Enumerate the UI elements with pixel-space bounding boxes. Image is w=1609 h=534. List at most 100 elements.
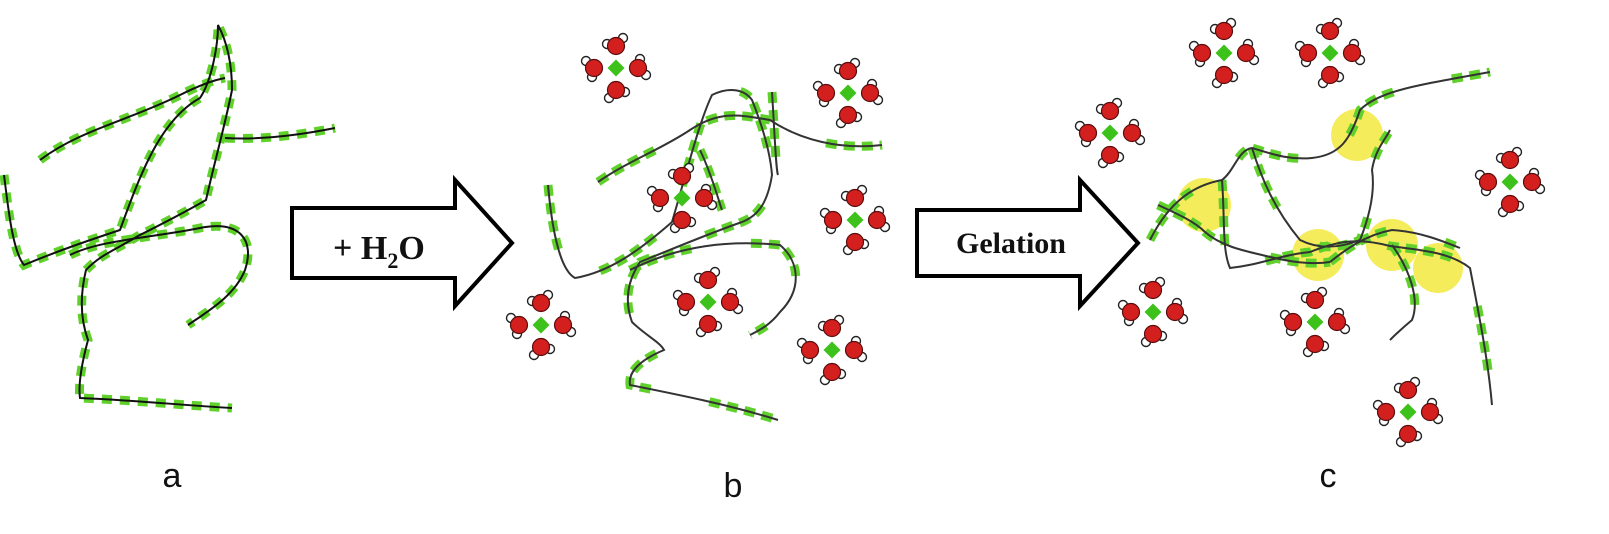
oxygen-atom-icon — [823, 210, 843, 230]
oxygen-atom-icon — [1500, 150, 1520, 170]
oxygen-atom-icon — [698, 314, 718, 334]
hydrated-ion-cluster-icon — [812, 57, 884, 129]
oxygen-atom-icon — [1122, 123, 1142, 143]
water-molecule-icon — [1497, 194, 1525, 218]
oxygen-atom-icon — [1522, 172, 1542, 192]
water-molecule-icon — [1327, 307, 1351, 335]
water-molecule-icon — [867, 205, 891, 233]
hydrated-ion-cluster-icon — [646, 162, 718, 234]
oxygen-atom-icon — [800, 340, 820, 360]
oxygen-atom-icon — [1500, 194, 1520, 214]
water-clusters-b — [505, 32, 891, 386]
water-molecule-icon — [694, 183, 718, 211]
polymer-chain — [3, 24, 234, 409]
oxygen-atom-icon — [606, 36, 626, 56]
water-molecule-icon — [1097, 145, 1125, 169]
ion-center-icon — [1215, 44, 1233, 62]
oxygen-atom-icon — [860, 83, 880, 103]
water-molecule-icon — [840, 184, 868, 208]
polymer-chain — [547, 88, 779, 421]
arrow-add-water-shape — [290, 174, 515, 312]
water-molecule-icon — [1395, 424, 1423, 448]
polymer-chains-c — [1145, 67, 1497, 406]
polymer-chain — [699, 149, 723, 211]
arrow-add-water-label: + H2O — [333, 230, 425, 273]
polymer-chain — [1221, 179, 1493, 406]
oxygen-atom-icon — [867, 210, 887, 230]
water-molecule-icon — [1300, 286, 1328, 310]
oxygen-atom-icon — [553, 315, 573, 335]
water-molecule-icon — [1342, 38, 1366, 66]
panel-b-label: b — [724, 467, 743, 505]
oxygen-atom-icon — [672, 166, 692, 186]
water-molecule-icon — [646, 185, 670, 213]
water-molecule-icon — [1279, 309, 1303, 337]
water-molecule-icon — [1140, 324, 1168, 348]
arrow-gelation: Gelation — [915, 174, 1141, 312]
water-molecule-icon — [1474, 169, 1498, 197]
ion-center-icon — [607, 59, 625, 77]
water-molecule-icon — [553, 310, 577, 338]
oxygen-atom-icon — [816, 83, 836, 103]
water-molecule-icon — [1209, 17, 1237, 41]
water-molecule-icon — [1122, 118, 1146, 146]
hydrated-ion-cluster-icon — [819, 184, 891, 256]
arrow-add-water-text-sub: 2 — [387, 248, 398, 273]
hydrated-ion-cluster-icon — [505, 289, 577, 361]
oxygen-atom-icon — [1165, 302, 1185, 322]
oxygen-atom-icon — [628, 58, 648, 78]
oxygen-atom-icon — [1143, 324, 1163, 344]
water-molecule-icon — [1317, 65, 1345, 89]
water-molecule-icon — [1302, 334, 1330, 358]
oxygen-atom-icon — [509, 315, 529, 335]
water-molecule-icon — [1294, 40, 1318, 68]
water-molecule-icon — [817, 314, 845, 338]
water-molecule-icon — [526, 289, 554, 313]
oxygen-atom-icon — [1143, 280, 1163, 300]
oxygen-atom-icon — [1478, 172, 1498, 192]
hydrated-ion-cluster-icon — [1188, 17, 1260, 89]
water-molecule-icon — [1393, 376, 1421, 400]
polymer-chain-beads — [37, 73, 226, 164]
hydrated-ion-cluster-icon — [1294, 17, 1366, 89]
water-molecule-icon — [1236, 38, 1260, 66]
ion-center-icon — [823, 341, 841, 359]
oxygen-atom-icon — [1398, 424, 1418, 444]
hydrated-ion-cluster-icon — [796, 314, 868, 386]
hydrated-ion-cluster-icon — [1372, 376, 1444, 448]
polymer-chain-beads — [0, 22, 237, 413]
arrow-add-water: + H2O — [290, 174, 515, 312]
oxygen-atom-icon — [1320, 65, 1340, 85]
ion-center-icon — [532, 316, 550, 334]
oxygen-atom-icon — [822, 362, 842, 382]
water-molecule-icon — [1138, 276, 1166, 300]
polymer-chain — [1329, 228, 1461, 263]
arrow-gelation-label: Gelation — [956, 227, 1066, 260]
water-molecule-icon — [796, 337, 820, 365]
oxygen-atom-icon — [606, 80, 626, 100]
hydrated-ion-cluster-icon — [580, 32, 652, 104]
water-molecule-icon — [842, 232, 870, 256]
oxygen-atom-icon — [845, 232, 865, 252]
ion-center-icon — [846, 211, 864, 229]
panel-b: b — [505, 32, 891, 505]
polymer-chain-beads — [1217, 179, 1497, 406]
water-molecule-icon — [720, 287, 744, 315]
crosslink-point-icon — [1331, 109, 1383, 161]
arrow-add-water-text-main: + H — [333, 230, 387, 267]
ion-center-icon — [673, 189, 691, 207]
water-molecule-icon — [1095, 97, 1123, 121]
hydrated-ion-cluster-icon — [1474, 146, 1546, 218]
water-molecule-icon — [603, 80, 631, 104]
water-molecule-icon — [1117, 299, 1141, 327]
oxygen-atom-icon — [1376, 402, 1396, 422]
water-clusters-c — [1074, 17, 1546, 448]
ion-center-icon — [1144, 303, 1162, 321]
polymer-chain — [597, 114, 883, 183]
water-molecule-icon — [819, 362, 847, 386]
polymer-chain — [629, 242, 797, 336]
water-molecule-icon — [833, 57, 861, 81]
polymer-chain — [771, 91, 779, 176]
oxygen-atom-icon — [838, 61, 858, 81]
oxygen-atom-icon — [1283, 312, 1303, 332]
